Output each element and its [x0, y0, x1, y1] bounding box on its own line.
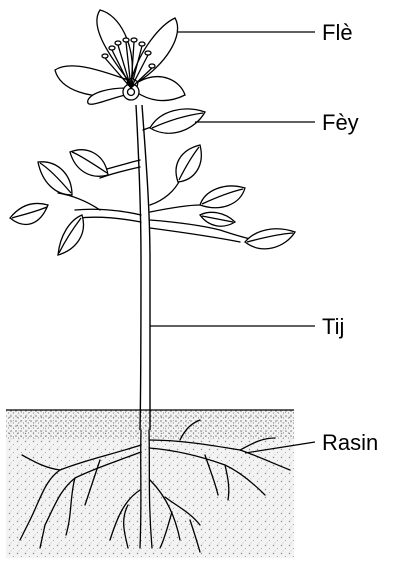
leaf-upper-left-1 — [70, 150, 108, 177]
flower — [55, 10, 185, 104]
leaf-upper-left-2 — [38, 162, 72, 195]
label-flower: Flè — [322, 22, 353, 44]
leaf-upper-right — [150, 109, 205, 133]
leaf-right-2 — [200, 186, 245, 208]
leaf-right-4 — [245, 229, 295, 249]
leaf-lower-left-2 — [58, 215, 83, 255]
leaves — [10, 109, 295, 255]
label-root: Rasin — [322, 432, 378, 454]
leaf-right-3 — [200, 212, 235, 226]
stem — [136, 105, 150, 430]
leaf-right-1 — [176, 145, 201, 182]
label-stem: Tij — [322, 316, 344, 338]
leaf-lower-left-1 — [10, 203, 48, 224]
label-leaf: Fèy — [322, 112, 359, 134]
